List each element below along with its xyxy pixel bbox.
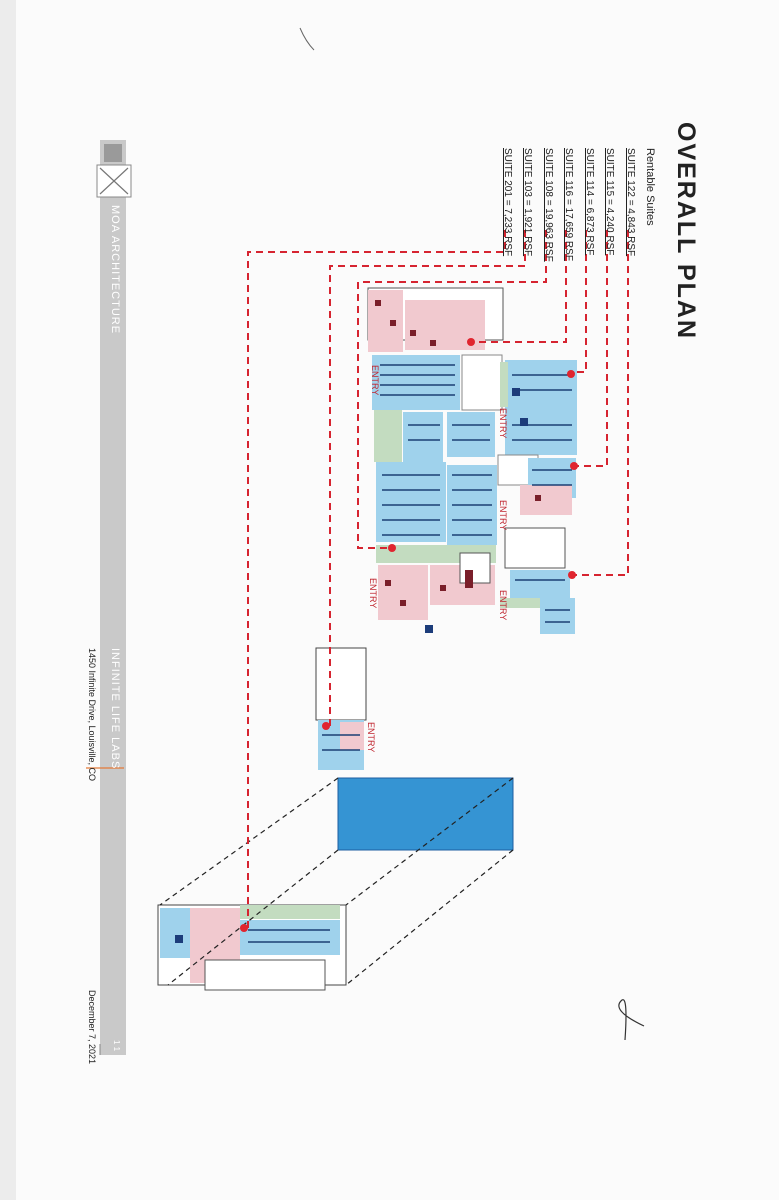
suite-label: SUITE 116 = 17,659 RSF: [563, 148, 574, 261]
lower-level-plan: [157, 904, 347, 991]
shaded-footprint: [337, 777, 514, 851]
pen-mark: [299, 27, 315, 51]
suite-label: SUITE 201 = 7,233 RSF: [502, 148, 513, 257]
suite-label: SUITE 115 = 4,240 RSF: [604, 148, 615, 256]
entry-label: ENTRY: [368, 578, 378, 609]
pen-mark: [618, 999, 645, 1041]
scan-edge: [0, 0, 16, 1200]
main-building-plan: [367, 287, 577, 634]
project-address: 1450 Infinite Drive, Louisville, CO: [87, 648, 97, 782]
middle-building-plan: [315, 647, 367, 770]
suite-leader-lines: [247, 230, 629, 928]
suite-markers: [240, 338, 578, 932]
sheet-number: 1 1: [112, 1040, 121, 1052]
entry-label: ENTRY: [370, 365, 380, 396]
entry-label: ENTRY: [366, 722, 376, 753]
rentable-suites-label: Rentable Suites: [644, 148, 656, 226]
entry-label: ENTRY: [498, 500, 508, 531]
suite-label: SUITE 103 = 1,921 RSF: [522, 148, 533, 257]
firm-name: MOA ARCHITECTURE: [109, 205, 121, 335]
entry-label: ENTRY: [498, 590, 508, 621]
suite-label: SUITE 122 = 4,843 RSF: [625, 148, 636, 257]
sheet-title: OVERALL PLAN: [672, 122, 700, 340]
title-block: [86, 140, 132, 1055]
project-name: INFINITE LIFE LABS: [109, 648, 121, 770]
suite-label: SUITE 108 = 19,963 RSF: [543, 148, 554, 262]
suite-label: SUITE 114 = 6,873 RSF: [584, 148, 595, 256]
entry-label: ENTRY: [498, 408, 508, 439]
drawing-date: December 7, 2021: [87, 990, 97, 1065]
